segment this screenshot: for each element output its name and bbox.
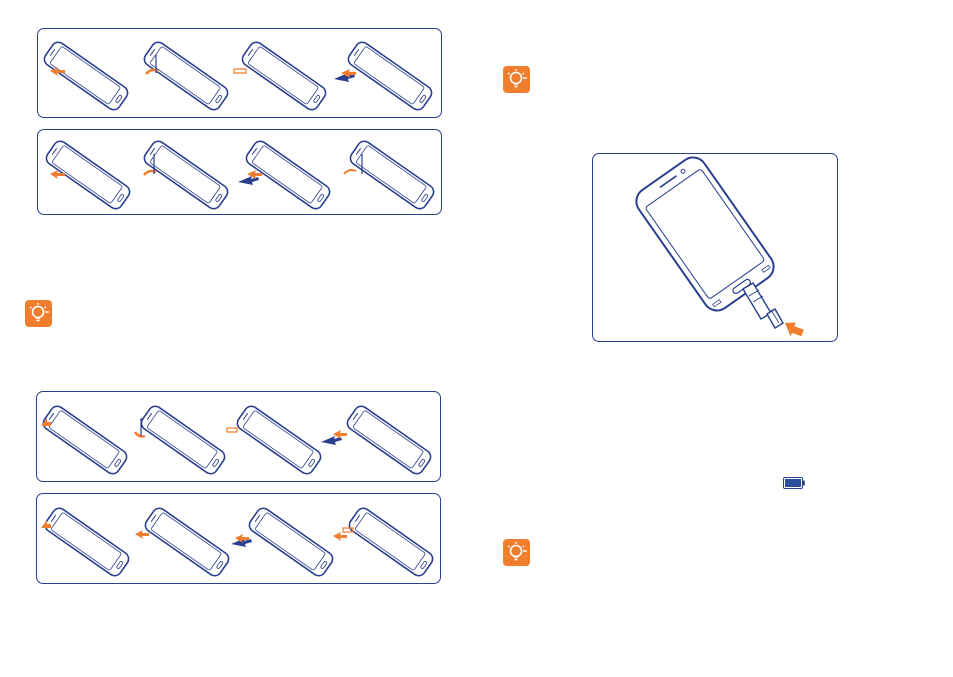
- arrow-icon: [344, 170, 356, 174]
- phone-illustration: [247, 506, 336, 579]
- arrow-icon: [135, 432, 145, 437]
- sim-remove-panel-1: [36, 391, 441, 482]
- sim-tray-icon: [234, 69, 246, 73]
- battery-full-icon: [783, 476, 805, 488]
- plug-in-arrow-icon: [781, 319, 805, 340]
- arrow-icon: [135, 530, 149, 539]
- phone-illustration: [345, 404, 434, 477]
- sim-tray-icon: [227, 428, 237, 432]
- phone-illustration: [139, 404, 228, 477]
- phone-illustration: [142, 139, 231, 212]
- phone-illustration: [346, 40, 435, 113]
- tip-lightbulb-icon: [25, 300, 52, 327]
- phone-illustration: [240, 40, 329, 113]
- arrow-icon: [333, 532, 347, 541]
- phone-illustration: [43, 506, 132, 579]
- usb-cable-icon: [743, 283, 783, 328]
- tip-lightbulb-icon: [503, 539, 530, 566]
- phone-illustration: [143, 506, 232, 579]
- tip-lightbulb-icon: [503, 66, 530, 93]
- sim-insert-panel-1: [37, 28, 442, 118]
- sim-remove-panel-2: [36, 493, 441, 584]
- sim-insert-panel-2: [37, 129, 442, 215]
- phone-illustration: [41, 404, 130, 477]
- phone-illustration: [347, 506, 436, 579]
- phone-illustration: [142, 40, 231, 113]
- charging-panel: [592, 153, 838, 342]
- phone-illustration: [235, 404, 324, 477]
- phone-illustration: [348, 139, 437, 212]
- arrow-icon: [333, 430, 347, 439]
- phone-illustration: [42, 40, 131, 113]
- push-arrow-icon: [238, 176, 259, 185]
